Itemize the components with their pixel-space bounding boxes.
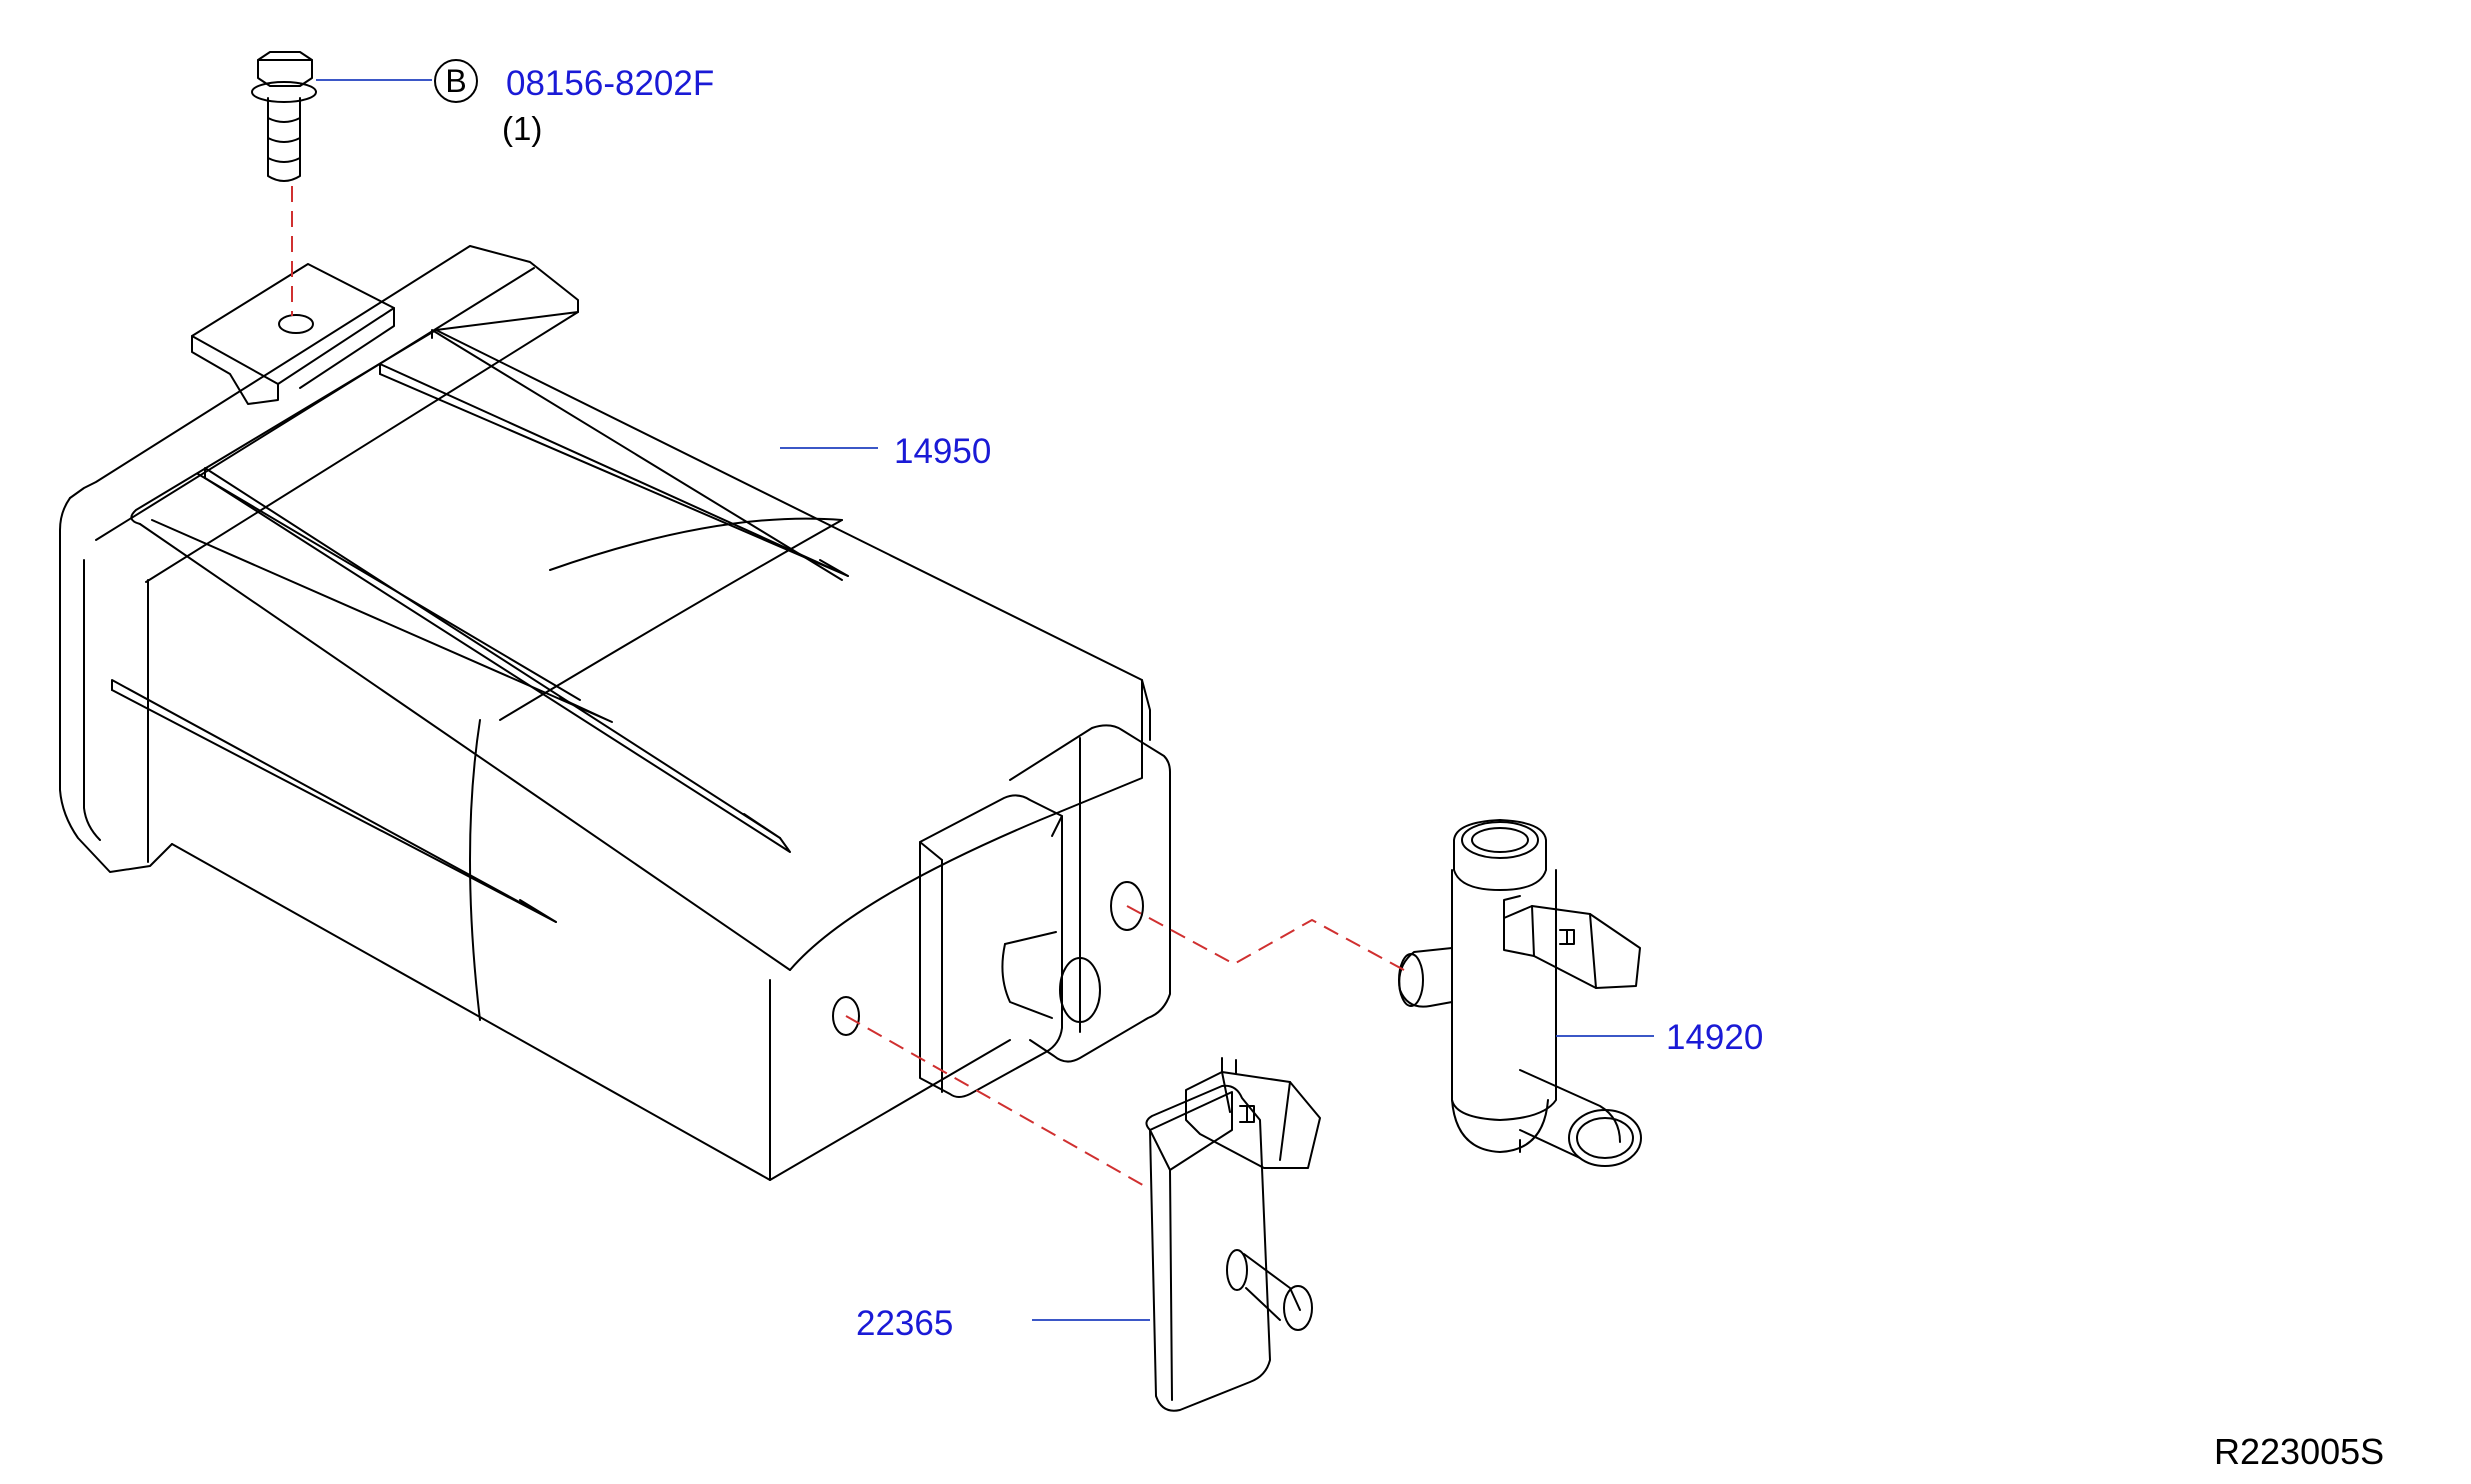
alignment-lines	[291, 186, 1405, 1189]
bolt-drawing	[251, 51, 317, 182]
fastener-part-number[interactable]: 08156-8202F	[506, 64, 715, 103]
part-number-valve[interactable]: 14920	[1666, 1018, 1764, 1057]
part-number-sensor[interactable]: 22365	[856, 1304, 954, 1343]
fastener-circle-letter: B	[445, 62, 467, 99]
fastener-quantity: (1)	[502, 110, 543, 147]
leader-lines	[316, 79, 1654, 1321]
part-number-canister[interactable]: 14950	[894, 432, 992, 471]
fastener-circle-callout: B	[434, 59, 478, 103]
sensor-drawing	[1145, 1057, 1321, 1412]
sensor-alignment-line	[845, 1015, 1149, 1189]
diagram-code: R223005S	[2214, 1431, 2385, 1472]
canister-drawing	[59, 245, 1171, 1181]
valve-alignment-line	[1126, 905, 1405, 971]
valve-drawing	[1398, 819, 1642, 1167]
